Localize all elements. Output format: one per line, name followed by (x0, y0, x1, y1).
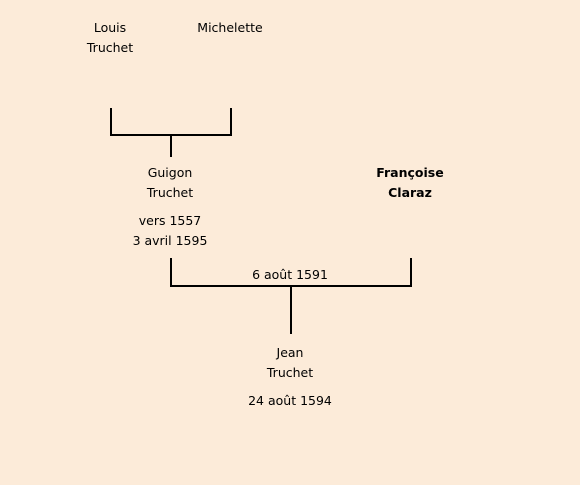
person-name-line1: Guigon (147, 165, 193, 180)
person-michelette: Michelette (180, 18, 280, 38)
person-francoise-claraz: Françoise Claraz (360, 163, 460, 203)
person-name-line2: Claraz (388, 185, 432, 200)
birth-date: 24 août 1594 (248, 393, 332, 408)
birth-date: vers 1557 (138, 213, 202, 228)
person-name: Jean Truchet (240, 343, 340, 383)
death-date: 3 avril 1595 (132, 233, 208, 248)
person-name-line1: Françoise (376, 165, 444, 180)
person-jean-truchet: Jean Truchet 24 août 1594 (240, 343, 340, 411)
person-name: Michelette (180, 18, 280, 38)
person-name-line1: Jean (276, 345, 304, 360)
person-guigon-truchet: Guigon Truchet vers 1557 3 avril 1595 (120, 163, 220, 251)
marriage-date: 6 août 1591 (252, 267, 328, 282)
person-louis-truchet: Louis Truchet (70, 18, 150, 58)
person-name-line2: Truchet (146, 185, 194, 200)
person-name-line2: Truchet (266, 365, 314, 380)
person-name: Françoise Claraz (360, 163, 460, 203)
person-name-line2: Truchet (86, 40, 134, 55)
person-name-line1: Michelette (197, 20, 263, 35)
person-name-line1: Louis (93, 20, 127, 35)
person-name: Louis Truchet (70, 18, 150, 58)
person-dates: 24 août 1594 (240, 391, 340, 411)
person-name: Guigon Truchet (120, 163, 220, 203)
person-dates: vers 1557 3 avril 1595 (120, 211, 220, 251)
